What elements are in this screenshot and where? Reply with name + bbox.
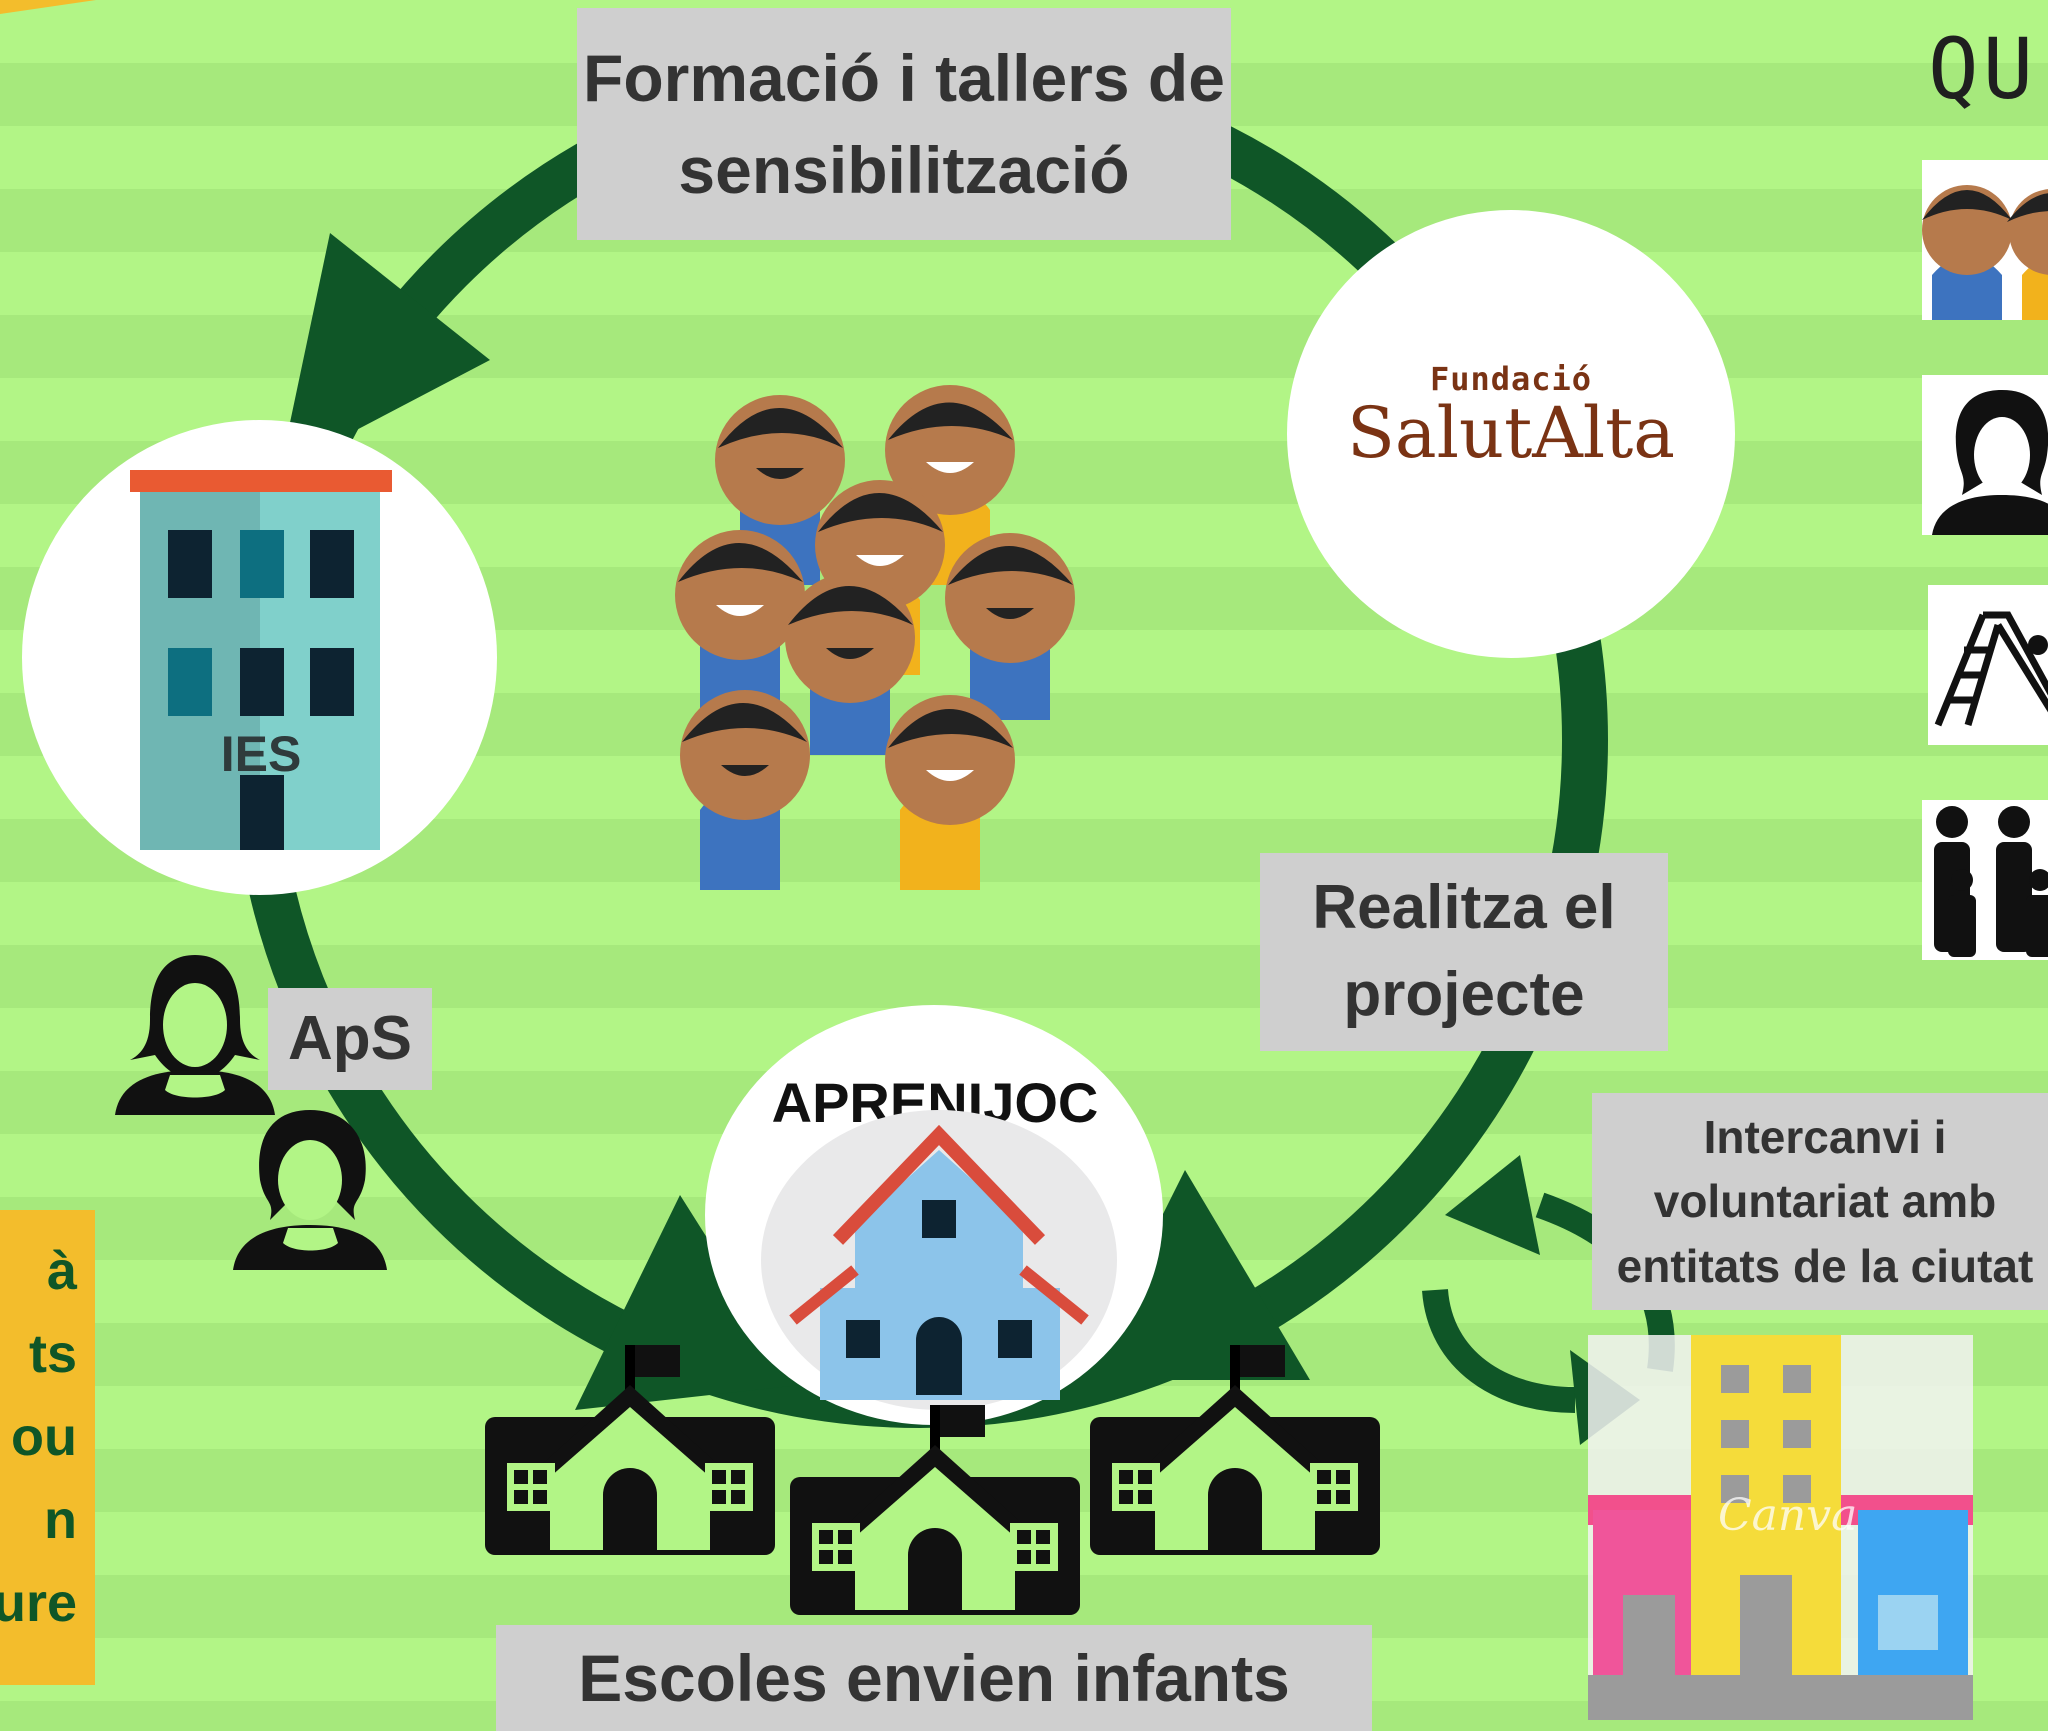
side-note-text: à ts ou n ure [0, 1230, 77, 1645]
woman-icon [110, 950, 280, 1115]
header-partial-title: QU [1928, 20, 2038, 118]
school-icon-center [790, 1405, 1080, 1615]
city-buildings-icon: Canva [1588, 1335, 1973, 1720]
kids-pair-icon [1922, 160, 2048, 320]
logo-big-text: SalutAlta [1346, 392, 1676, 474]
realitza-label: Realitza el projecte [1260, 853, 1668, 1051]
school-icon-right [1090, 1345, 1380, 1555]
side-note-line-3: ou [11, 1407, 77, 1467]
logo-small-text: Fundació [1429, 360, 1593, 398]
side-note-box: à ts ou n ure [0, 1210, 95, 1685]
playground-slide-icon [1928, 585, 2048, 745]
formacio-label: Formació i tallers de sensibilització [577, 8, 1231, 240]
exchange-arrow-lower [1422, 1288, 1576, 1413]
logo-circle [1287, 210, 1735, 658]
side-note-line-1: à [46, 1241, 77, 1301]
arrowhead-top-left [280, 233, 490, 470]
kids-group-icon [660, 370, 1160, 890]
family-icon [1922, 800, 2048, 960]
exchange-arrowhead-upper [1445, 1155, 1540, 1255]
arrowhead-bottom-right [1080, 1170, 1310, 1380]
school-icon-left [485, 1345, 775, 1555]
intercanvi-label: Intercanvi i voluntariat amb entitats de… [1592, 1093, 2048, 1310]
ies-building-icon: IES [130, 470, 392, 850]
aps-label: ApS [268, 988, 432, 1090]
orange-corner-shape [0, 0, 96, 14]
side-note-line-4: n [44, 1490, 77, 1550]
woman-portrait-icon [1922, 375, 2048, 535]
aprenijoc-house-icon [758, 1110, 1120, 1410]
woman-short-hair-icon [228, 1105, 393, 1270]
escoles-label: Escoles envien infants [496, 1625, 1372, 1731]
canva-watermark: Canva [1718, 1490, 1858, 1541]
side-note-line-2: ts [28, 1324, 77, 1384]
salutalta-logo: Fundació SalutAlta [1287, 360, 1735, 468]
side-note-line-5: ure [0, 1573, 77, 1633]
ies-label: IES [220, 726, 302, 782]
